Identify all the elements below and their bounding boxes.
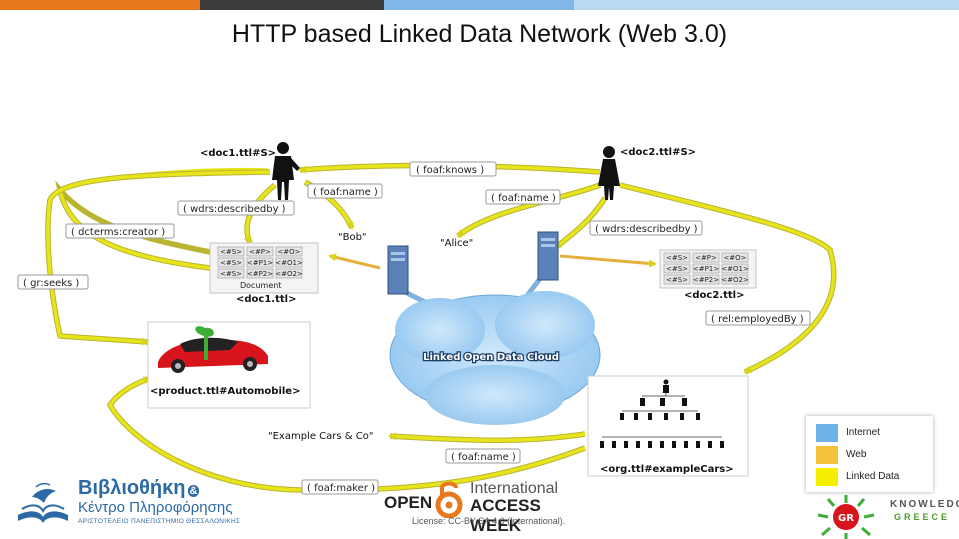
alice-literal: "Alice" xyxy=(440,238,473,249)
library-amp: & xyxy=(187,485,200,497)
edge-label-text: ( wdrs:describedby ) xyxy=(183,204,286,215)
doc2-cell: <#P1> xyxy=(693,265,719,273)
legend-label: Linked Data xyxy=(846,471,900,482)
doc1-cell: <#P1> xyxy=(247,259,273,267)
top-bar-dark xyxy=(200,0,384,10)
doc2-cell: <#S> xyxy=(666,276,688,284)
edge-label-text: ( gr:seeks ) xyxy=(23,278,79,289)
ok-greece-text: GREECE xyxy=(894,512,951,522)
document-caption: Document xyxy=(240,281,281,290)
doc2-label: <doc2.ttl> xyxy=(684,290,744,301)
edge-label-foaf-knows: ( foaf:knows ) xyxy=(409,161,497,177)
edge-label-text: ( foaf:maker ) xyxy=(307,483,375,494)
doc2-cell: <#O2> xyxy=(721,276,749,284)
oa-open-text: OPEN xyxy=(384,493,433,512)
doc1-label: <doc1.ttl> xyxy=(236,294,296,305)
legend-swatch xyxy=(816,424,838,442)
book-bird-icon xyxy=(18,482,68,523)
edge-label-wdrs-describedby-2: ( wdrs:describedby ) xyxy=(589,220,703,236)
edge-label-text: ( foaf:name ) xyxy=(451,452,516,463)
doc1-subject-label: <doc1.ttl#S> xyxy=(200,148,276,159)
legend-swatch xyxy=(816,446,838,464)
cloud-label: Linked Open Data Cloud xyxy=(423,352,559,363)
doc1-cell: <#O2> xyxy=(275,270,303,278)
doc2-cell: <#S> xyxy=(666,265,688,273)
doc2-cell: <#O1> xyxy=(721,265,749,273)
top-bar-light-blue xyxy=(574,0,959,10)
doc1-cell: <#O> xyxy=(277,248,300,256)
example-cars-literal: "Example Cars & Co" xyxy=(268,431,373,442)
ok-knowledge-text: KNOWLEDGE xyxy=(890,499,959,510)
library-name-text: Βιβλιοθήκη xyxy=(78,477,186,499)
edge-label-text: ( foaf:name ) xyxy=(313,187,378,198)
edges xyxy=(45,162,837,493)
link-server2-doc2 xyxy=(559,254,657,268)
sunburst-icon: GR xyxy=(817,495,875,539)
doc1-cell: <#P> xyxy=(249,248,271,256)
edge-label-foaf-maker: ( foaf:maker ) xyxy=(301,479,379,495)
doc1-table: <#S> <#P> <#O> <#S> <#P1> <#O1> <#S> <#P… xyxy=(217,246,303,279)
doc1-cell: <#S> xyxy=(220,259,242,267)
product-label: <product.ttl#Automobile> xyxy=(150,386,300,397)
library-university: ΑΡΙΣΤΟΤΕΛΕΙΟ ΠΑΝΕΠΙΣΤΗΜΙΟ ΘΕΣΣΑΛΟΝΙΚΗΣ xyxy=(78,518,241,525)
slide-title: HTTP based Linked Data Network (Web 3.0) xyxy=(231,20,728,48)
linked-open-data-cloud: Linked Open Data Cloud xyxy=(389,291,601,425)
doc1-cell: <#O1> xyxy=(275,259,303,267)
edge-label-text: ( dcterms:creator ) xyxy=(71,227,165,238)
doc2-cell: <#O> xyxy=(723,254,746,262)
edge-label-foaf-name-alice: ( foaf:name ) xyxy=(485,189,561,205)
car-image xyxy=(158,326,268,373)
org-node: <org.ttl#exampleCars> xyxy=(587,375,749,477)
top-bar-blue xyxy=(384,0,574,10)
edge-label-text: ( foaf:knows ) xyxy=(416,165,484,176)
top-bar-orange xyxy=(0,0,200,10)
open-knowledge-greece-logo: GR KNOWLEDGE GREECE xyxy=(806,495,959,539)
link-server1-doc1 xyxy=(328,253,381,270)
product-node: <product.ttl#Automobile> xyxy=(147,321,311,409)
license-text: License: CC-BY-SA 4.0 (International). xyxy=(412,516,566,526)
person-male-icon xyxy=(272,142,300,200)
server-icon xyxy=(537,231,559,281)
oa-international-text: International xyxy=(470,480,559,497)
edge-label-text: ( foaf:name ) xyxy=(491,193,556,204)
person-female-icon xyxy=(598,146,620,200)
doc2-document: <#S> <#P> <#O> <#S> <#P1> <#O1> <#S> <#P… xyxy=(659,249,757,289)
edge-label-wdrs-describedby-1: ( wdrs:describedby ) xyxy=(177,200,295,216)
legend-label: Internet xyxy=(846,427,880,438)
open-access-lock-icon xyxy=(435,481,463,518)
oa-week-text: ACCESS WEEK xyxy=(470,496,541,535)
open-access-week-logo: OPEN International ACCESS WEEK xyxy=(384,480,574,535)
doc1-document: <#S> <#P> <#O> <#S> <#P1> <#O1> <#S> <#P… xyxy=(209,242,319,294)
edge-label-rel-employedby: ( rel:employedBy ) xyxy=(705,310,811,326)
org-chart-image xyxy=(600,379,724,448)
server-icon xyxy=(387,245,409,295)
library-name: Βιβλιοθήκη& xyxy=(78,477,200,500)
edge-label-foaf-name-bob: ( foaf:name ) xyxy=(307,183,383,199)
bob-literal: "Bob" xyxy=(338,232,367,243)
ok-gr-text: GR xyxy=(838,513,854,524)
org-label: <org.ttl#exampleCars> xyxy=(600,464,734,475)
doc1-cell: <#S> xyxy=(220,248,242,256)
doc2-subject-label: <doc2.ttl#S> xyxy=(620,147,696,158)
legend-swatch xyxy=(816,468,838,486)
edge-label-gr-seeks: ( gr:seeks ) xyxy=(17,274,89,290)
doc2-cell: <#S> xyxy=(666,254,688,262)
doc2-cell: <#P2> xyxy=(693,276,719,284)
edge-label-foaf-name-org: ( foaf:name ) xyxy=(445,448,521,464)
doc1-cell: <#S> xyxy=(220,270,242,278)
legend-label: Web xyxy=(846,449,867,460)
legend: Internet Web Linked Data xyxy=(806,416,933,492)
doc2-table: <#S> <#P> <#O> <#S> <#P1> <#O1> <#S> <#P… xyxy=(663,252,749,285)
library-subtitle: Κέντρο Πληροφόρησης xyxy=(78,499,233,516)
doc1-cell: <#P2> xyxy=(247,270,273,278)
edge-label-text: ( rel:employedBy ) xyxy=(711,314,804,325)
doc2-cell: <#P> xyxy=(695,254,717,262)
edge-label-dcterms-creator: ( dcterms:creator ) xyxy=(65,223,175,239)
library-logo: Βιβλιοθήκη& Κέντρο Πληροφόρησης ΑΡΙΣΤΟΤΕ… xyxy=(14,477,254,529)
edge-label-text: ( wdrs:describedby ) xyxy=(595,224,698,235)
